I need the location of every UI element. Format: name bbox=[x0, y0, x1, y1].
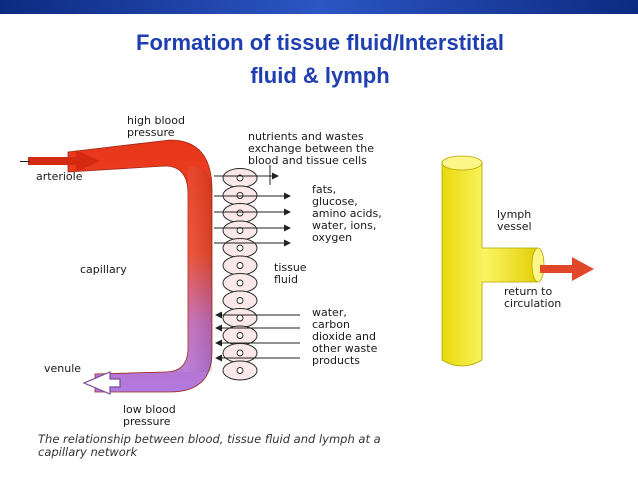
label-low-pressure-1: low blood bbox=[123, 403, 176, 416]
label-nutrients-3: amino acids, bbox=[312, 207, 382, 220]
lymph-vessel bbox=[441, 155, 545, 367]
label-nutrients-2: glucose, bbox=[312, 195, 358, 208]
title-line-1: Formation of tissue fluid/Interstitial bbox=[136, 30, 504, 55]
lymph-return-arrow bbox=[540, 257, 594, 281]
label-return-1: return to bbox=[504, 285, 552, 298]
cell-nucleus bbox=[236, 332, 244, 339]
top-banner bbox=[0, 0, 638, 14]
label-exchange-3: blood and tissue cells bbox=[248, 154, 367, 167]
label-high-pressure-2: pressure bbox=[127, 126, 175, 139]
cell-nucleus bbox=[236, 367, 244, 374]
label-capillary: capillary bbox=[80, 263, 127, 276]
blood-in-arrow bbox=[20, 150, 100, 172]
cell-nucleus bbox=[236, 349, 244, 357]
label-nutrients-1: fats, bbox=[312, 183, 336, 196]
label-low-pressure-2: pressure bbox=[123, 415, 171, 428]
tissue-cells bbox=[222, 168, 258, 381]
label-exchange-1: nutrients and wastes bbox=[248, 130, 364, 143]
label-wastes-2: carbon bbox=[312, 318, 350, 331]
label-exchange-2: exchange between the bbox=[248, 142, 374, 155]
cell-nucleus bbox=[236, 209, 244, 217]
page-title: Formation of tissue fluid/Interstitial f… bbox=[40, 26, 600, 92]
label-wastes-4: other waste bbox=[312, 342, 378, 355]
cell-nucleus bbox=[236, 279, 244, 287]
cell-nucleus bbox=[236, 314, 244, 322]
exchange-arrows bbox=[214, 165, 300, 362]
label-wastes-5: products bbox=[312, 354, 360, 367]
label-wastes-1: water, bbox=[312, 306, 347, 319]
label-lymph-vessel-1: lymph bbox=[497, 208, 531, 221]
label-high-pressure-1: high blood bbox=[127, 114, 185, 127]
label-nutrients-4: water, ions, bbox=[312, 219, 376, 232]
label-tissue-fluid-2: fluid bbox=[274, 273, 298, 286]
label-nutrients-5: oxygen bbox=[312, 231, 352, 244]
label-arteriole: arteriole bbox=[36, 170, 83, 183]
caption-line-1: The relationship between blood, tissue f… bbox=[38, 432, 381, 446]
caption-line-2: capillary network bbox=[38, 445, 139, 459]
blood-out-arrow bbox=[82, 371, 121, 395]
title-line-2: fluid & lymph bbox=[250, 63, 390, 88]
label-wastes-3: dioxide and bbox=[312, 330, 376, 343]
label-venule: venule bbox=[44, 362, 81, 375]
label-lymph-vessel-2: vessel bbox=[497, 220, 532, 233]
label-tissue-fluid-1: tissue bbox=[274, 261, 307, 274]
label-return-2: circulation bbox=[504, 297, 561, 310]
cell-nucleus bbox=[236, 297, 244, 304]
cell-nucleus bbox=[236, 262, 244, 269]
cell-nucleus bbox=[236, 244, 244, 252]
